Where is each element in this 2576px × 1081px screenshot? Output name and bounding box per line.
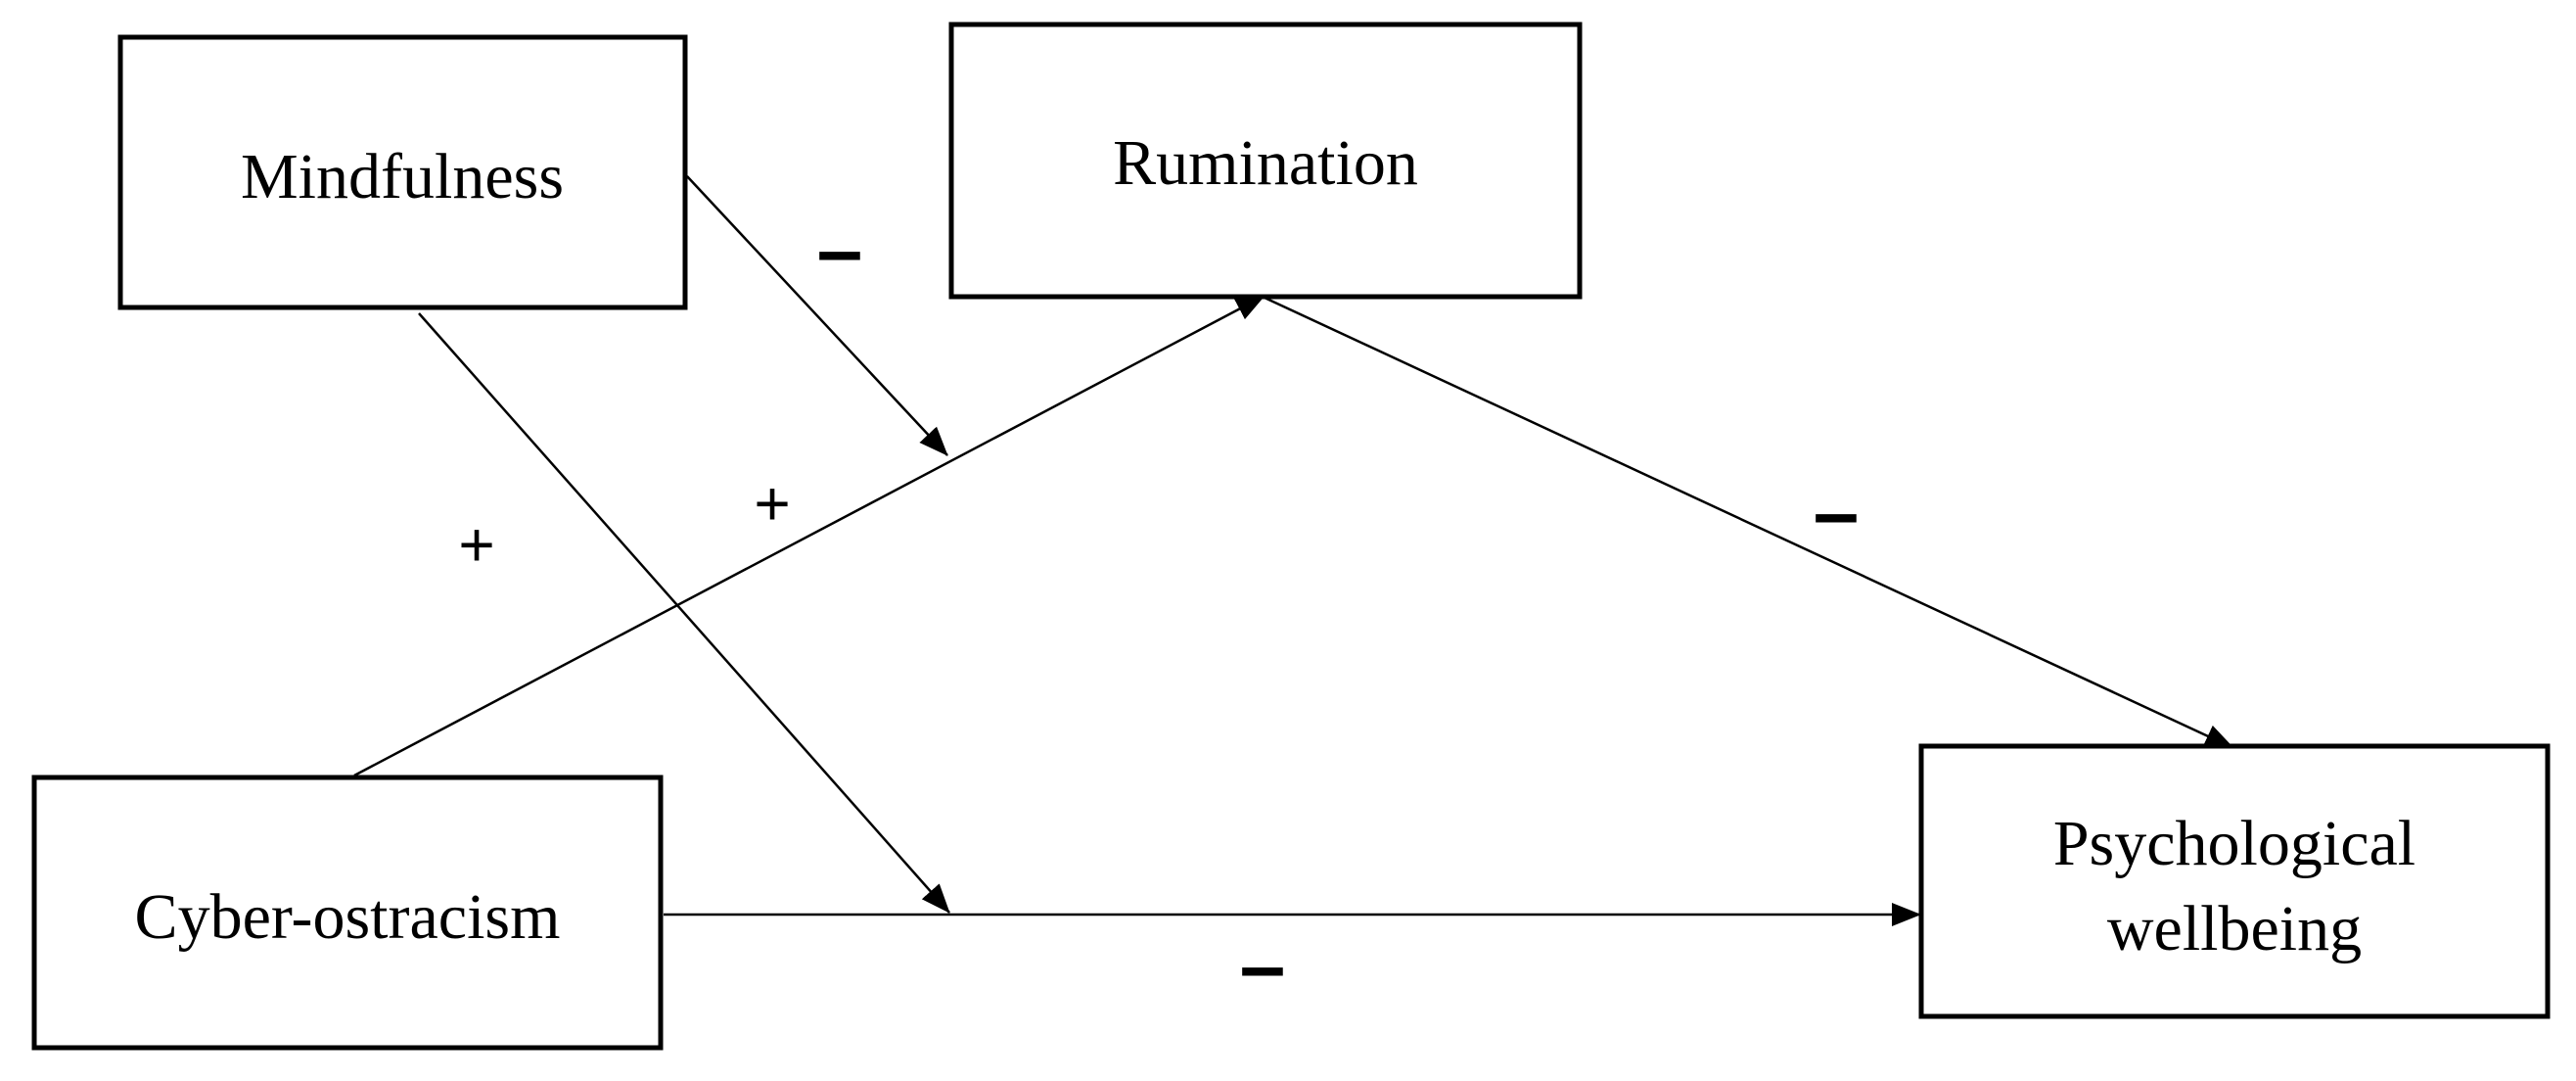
node-rumination: Rumination — [948, 22, 1583, 300]
edge-rumination-to-wellbeing — [1264, 296, 2234, 750]
sign-cyber-ostracism-to-wellbeing: – — [1240, 919, 1286, 1011]
node-psychological-wellbeing: Psychological wellbeing — [1918, 743, 2551, 1019]
edge-mindfulness-moderates-direct-path — [418, 312, 950, 914]
node-wellbeing-label-line2: wellbeing — [2107, 893, 2362, 964]
sign-mindfulness-moderates-direct-path: + — [458, 509, 494, 580]
node-mindfulness: Mindfulness — [117, 34, 688, 310]
node-rumination-label: Rumination — [1113, 127, 1418, 199]
node-cyber-ostracism: Cyber-ostracism — [31, 775, 664, 1051]
sign-mindfulness-moderates-rumination-path: – — [817, 204, 863, 296]
node-cyber-ostracism-label: Cyber-ostracism — [135, 881, 561, 953]
edge-mindfulness-moderates-rumination-path — [686, 175, 948, 456]
edge-cyber-ostracism-to-rumination — [353, 294, 1265, 777]
sign-cyber-ostracism-to-rumination: + — [754, 468, 790, 539]
node-mindfulness-label: Mindfulness — [241, 141, 564, 212]
node-wellbeing-label-line1: Psychological — [2053, 808, 2415, 879]
sign-rumination-to-wellbeing: – — [1814, 466, 1860, 558]
